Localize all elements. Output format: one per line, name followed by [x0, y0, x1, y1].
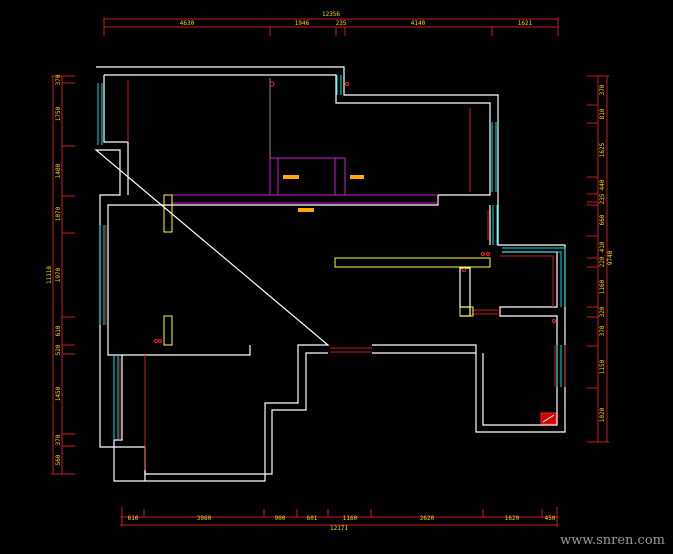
- dimension-lines: [51, 17, 609, 527]
- dim-left-10: 560: [55, 454, 62, 465]
- dim-left-total: 11110: [46, 266, 53, 284]
- beams: [172, 78, 438, 204]
- dim-left-9: 370: [55, 434, 62, 445]
- dim-left-3: 1400: [55, 163, 62, 178]
- cabinets: [163, 194, 491, 346]
- watermark: www.snren.com: [560, 533, 665, 548]
- dim-left-6: 610: [55, 325, 62, 336]
- dim-right-13: 1020: [599, 407, 606, 422]
- windows: [97, 75, 566, 440]
- dim-bottom-3: 900: [275, 515, 286, 522]
- dim-right-5: 235: [599, 193, 606, 204]
- fixtures: [154, 81, 557, 425]
- dim-bottom-2: 3960: [197, 515, 212, 522]
- dim-bottom-1: 610: [128, 515, 139, 522]
- dim-right-3: 1625: [599, 142, 606, 157]
- walls: [94, 66, 566, 482]
- dim-bottom-4: 601: [307, 515, 318, 522]
- dim-right-10: 320: [599, 306, 606, 317]
- dim-top-2: 1946: [295, 20, 310, 27]
- dim-right-1: 370: [599, 84, 606, 95]
- dim-right-total: 9740: [607, 250, 614, 265]
- beam-labels: [283, 175, 364, 212]
- dim-left-5: 1970: [55, 267, 62, 282]
- dim-right-4: 440: [599, 179, 606, 190]
- dim-top-1: 4630: [180, 20, 195, 27]
- dim-right-9: 1160: [599, 279, 606, 294]
- dim-top-5: 1621: [518, 20, 533, 27]
- dim-left-4: 1070: [55, 206, 62, 221]
- window-frames: [105, 80, 566, 470]
- dim-right-6: 660: [599, 214, 606, 225]
- dim-bottom-6: 2620: [420, 515, 435, 522]
- dim-right-2: 810: [599, 108, 606, 119]
- dim-top-total: 12356: [322, 11, 340, 18]
- dim-left-7: 520: [55, 344, 62, 355]
- dim-right-12: 1150: [599, 359, 606, 374]
- dim-top-4: 4140: [411, 20, 426, 27]
- dim-right-8: 220: [599, 256, 606, 267]
- dim-right-11: 370: [599, 325, 606, 336]
- dim-top-3: 235: [336, 20, 347, 27]
- dim-bottom-7: 1620: [505, 515, 520, 522]
- dim-left-1: 370: [55, 74, 62, 85]
- dim-bottom-5: 1160: [343, 515, 358, 522]
- dim-left-8: 1450: [55, 386, 62, 401]
- dim-left-2: 1750: [55, 106, 62, 121]
- dim-bottom-total: 12171: [330, 525, 348, 532]
- dim-bottom-8: 450: [545, 515, 556, 522]
- dim-right-7: 410: [599, 241, 606, 252]
